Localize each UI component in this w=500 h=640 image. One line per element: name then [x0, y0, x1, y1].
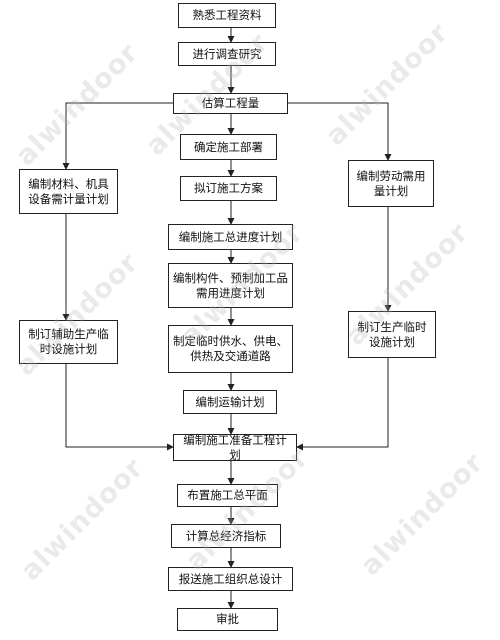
- node-site-layout: 布置施工总平面: [177, 484, 278, 507]
- node-economic-indicators: 计算总经济指标: [171, 524, 281, 548]
- node-submit-design: 报送施工组织总设计: [168, 567, 293, 591]
- node-auxiliary-facilities-plan: 制订辅助生产临时设施计划: [19, 320, 118, 364]
- node-transport-plan: 编制运输计划: [183, 390, 277, 414]
- node-production-facilities-plan: 制订生产临时设施计划: [348, 311, 436, 358]
- node-deployment: 确定施工部署: [180, 134, 277, 160]
- node-temporary-utilities: 制定临时供水、供电、供热及交通道路: [168, 325, 293, 373]
- node-materials-equipment-plan: 编制材料、机具设备需计量计划: [19, 169, 118, 214]
- node-construction-plan: 拟订施工方案: [180, 176, 277, 201]
- node-master-schedule: 编制施工总进度计划: [168, 224, 293, 250]
- node-investigation: 进行调查研究: [178, 42, 276, 66]
- node-preparation-plan: 编制施工准备工程计划: [173, 433, 297, 462]
- node-approval: 审批: [177, 608, 278, 631]
- node-estimate-quantity: 估算工程量: [173, 93, 288, 114]
- node-prefab-schedule: 编制构件、预制加工品需用进度计划: [168, 263, 293, 308]
- node-familiarize-materials: 熟悉工程资料: [178, 3, 276, 28]
- node-labor-plan: 编制劳动需用量计划: [348, 160, 434, 207]
